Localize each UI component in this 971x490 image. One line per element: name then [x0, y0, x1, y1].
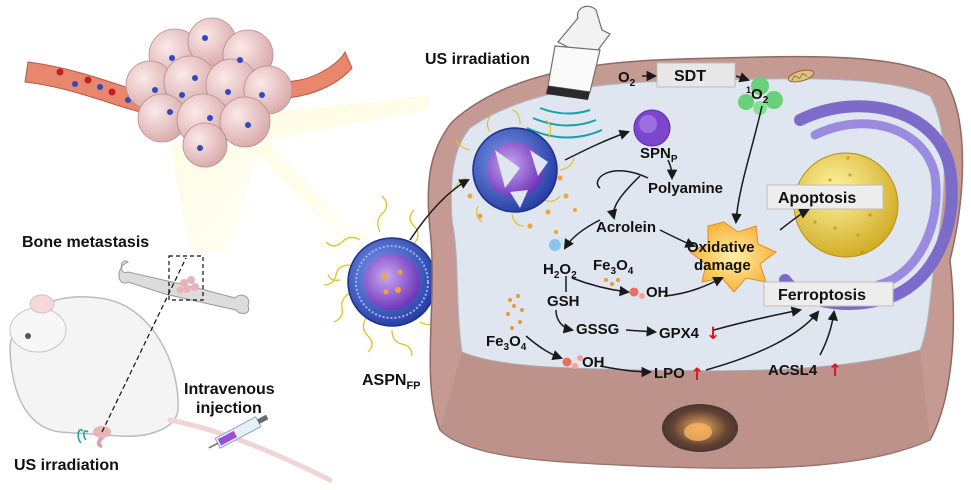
oh-bottom-label: OH [582, 354, 605, 371]
membrane-rupture [662, 404, 738, 452]
aspn-label: ASPNFP [362, 372, 421, 392]
gsh-label: GSH [547, 293, 580, 310]
broken-nanoparticle [453, 109, 577, 234]
aspn-nanoparticle [323, 195, 461, 357]
fe3o4-inner-label: Fe3O4 [593, 257, 634, 277]
sdt-box [656, 62, 736, 88]
oxidative-label-line1: Oxidative [687, 239, 755, 256]
oh-top-label: OH [646, 284, 669, 301]
fe3o4-inner-particles [604, 278, 620, 286]
hydroxyl-bottom-dots [562, 355, 583, 369]
acsl4-change-arrow: ↑ [828, 361, 842, 381]
starburst-icon [689, 221, 777, 293]
lpo-label: LPO [654, 365, 685, 382]
ferroptosis-box [763, 281, 894, 307]
h2o2-label: H2O2 [543, 261, 577, 281]
bone-metastasis-label: Bone metastasis [22, 234, 149, 251]
singlet-o2-label: 1O2 [746, 85, 769, 106]
intravenous-label-line2: injection [196, 400, 262, 417]
polyamine-label: Polyamine [648, 180, 723, 197]
singlet-oxygen-cloud [738, 77, 783, 115]
o2-label: O2 [618, 69, 636, 89]
sdt-label: SDT [674, 68, 706, 85]
apoptosis-label: Apoptosis [778, 190, 856, 207]
fe3o4-left-particles [506, 294, 524, 330]
gssg-label: GSSG [576, 321, 619, 338]
bone-icon [118, 255, 250, 314]
acrolein-label: Acrolein [596, 219, 656, 236]
ultrasound-probe-icon [526, 5, 611, 139]
ferroptosis-label: Ferroptosis [778, 287, 866, 304]
lpo-change-arrow: ↑ [690, 365, 704, 385]
pathway-arrows [409, 70, 839, 378]
acsl4-label: ACSL4 [768, 362, 818, 379]
light-beams [170, 95, 430, 252]
spn-particle [633, 109, 671, 147]
syringe-icon [208, 414, 269, 449]
fe3o4-left-label: Fe3O4 [486, 333, 527, 353]
us-irradiation-bottom-label: US irradiation [14, 457, 119, 474]
hydroxyl-top-dots [629, 287, 645, 299]
tumor-cluster [125, 17, 293, 168]
apoptosis-box [766, 184, 884, 210]
gpx4-label: GPX4 [659, 325, 700, 342]
mouse-icon [9, 257, 333, 483]
gpx4-change-arrow: ↓ [706, 324, 720, 344]
spnp-label: SPNP [640, 145, 678, 165]
us-irradiation-top-label: US irradiation [425, 51, 530, 68]
mitochondrion-icon [787, 69, 815, 83]
oxidative-label-line2: damage [694, 257, 751, 274]
intravenous-label-line1: Intravenous [184, 381, 275, 398]
